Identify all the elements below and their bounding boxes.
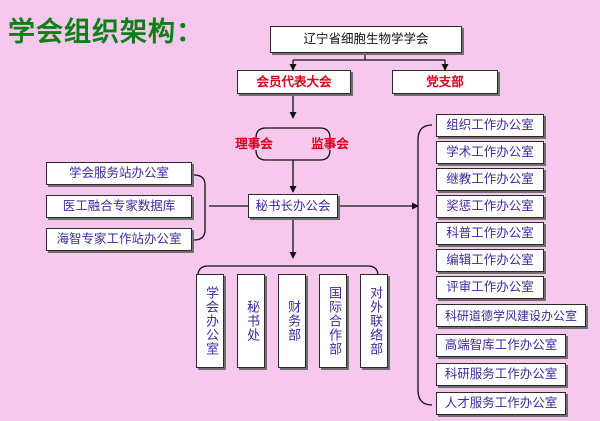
right-office-9: 科研服务工作办公室	[436, 363, 566, 386]
right-office-6: 评审工作办公室	[436, 276, 544, 299]
right-office-7: 科研道德学风建设办公室	[436, 304, 586, 327]
council-box: 理事会	[235, 135, 273, 151]
left-office-2: 海智专家工作站办公室	[46, 228, 192, 251]
right-office-4: 科普工作办公室	[436, 222, 544, 245]
right-office-8: 高端智库工作办公室	[436, 334, 566, 357]
right-office-5: 编辑工作办公室	[436, 249, 544, 272]
bottom-dept-0: 学会办公室	[196, 274, 224, 368]
left-office-0: 学会服务站办公室	[46, 162, 192, 185]
society-box: 辽宁省细胞生物学学会	[270, 26, 462, 53]
party-branch-box: 党支部	[392, 70, 498, 94]
right-office-1: 学术工作办公室	[436, 141, 544, 164]
members-congress-box: 会员代表大会	[237, 70, 351, 94]
right-office-2: 继教工作办公室	[436, 168, 544, 191]
right-office-10: 人才服务工作办公室	[436, 392, 566, 415]
right-office-3: 奖惩工作办公室	[436, 195, 544, 218]
bottom-dept-3: 国际合作部	[319, 274, 347, 368]
secretary-general-office-box: 秘书长办公会	[248, 194, 338, 218]
bottom-dept-2: 财务部	[278, 274, 306, 368]
page-title: 学会组织架构：	[8, 17, 204, 48]
bottom-dept-4: 对外联络部	[360, 274, 388, 368]
bottom-dept-1: 秘书处	[237, 274, 265, 368]
right-office-0: 组织工作办公室	[436, 114, 544, 137]
left-office-1: 医工融合专家数据库	[46, 195, 192, 218]
supervisory-board-box: 监事会	[311, 135, 349, 151]
